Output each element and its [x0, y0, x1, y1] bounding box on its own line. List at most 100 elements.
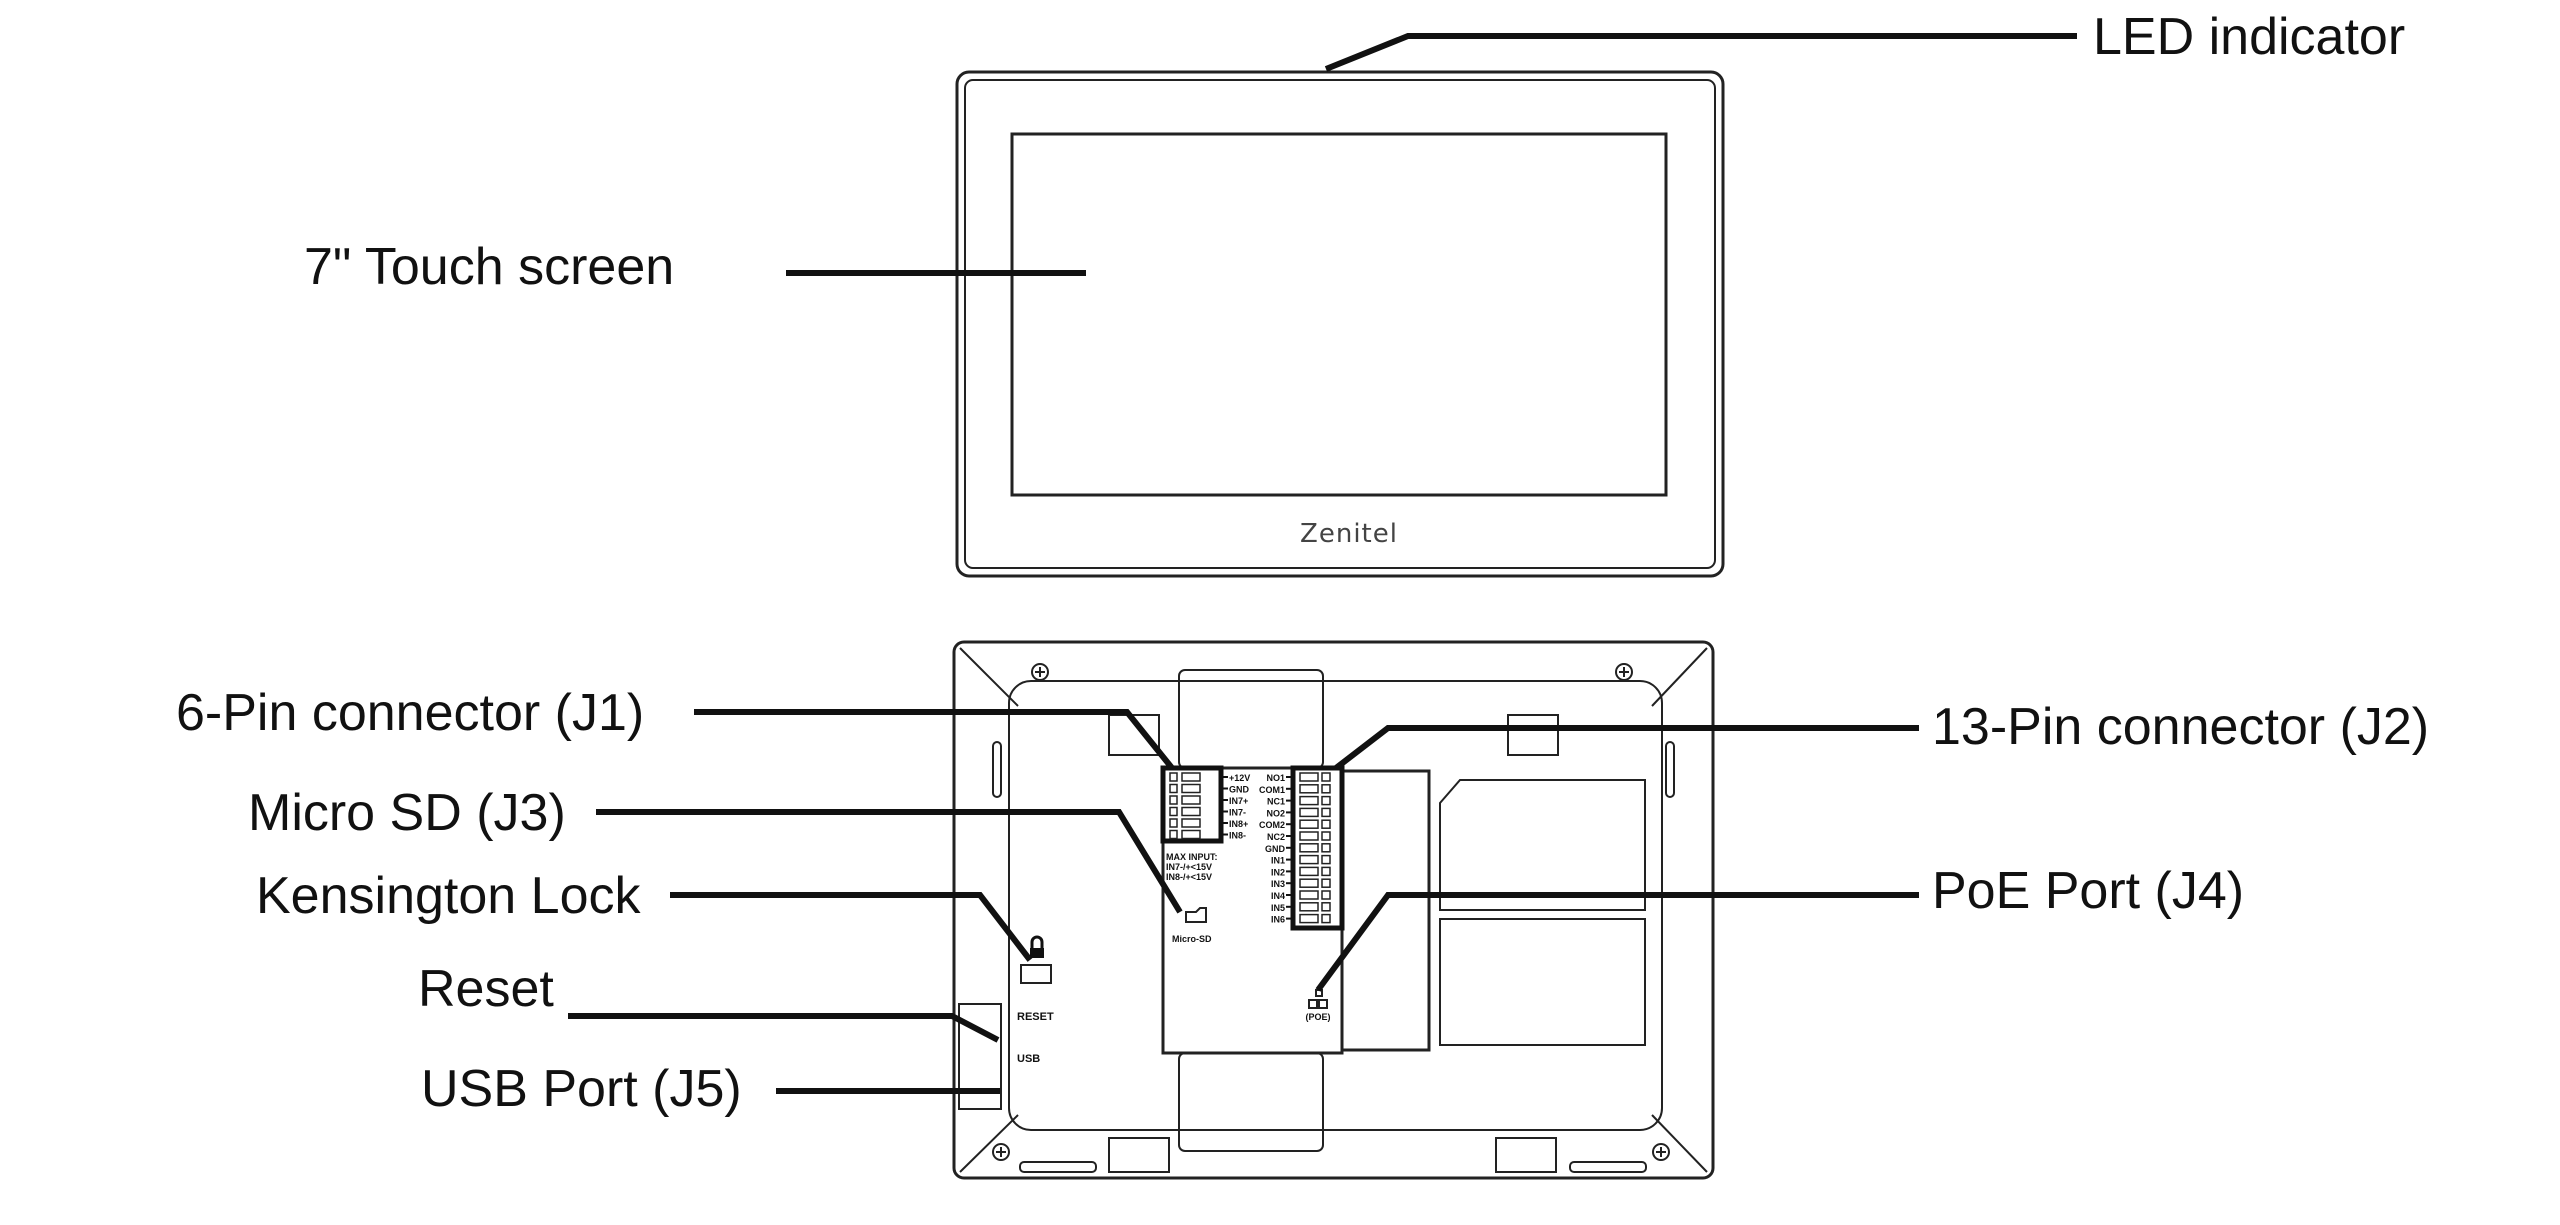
j3-leader-line	[596, 809, 1183, 914]
j2-pin-label: IN1	[1271, 856, 1285, 866]
clip-tab	[1108, 714, 1160, 756]
j1-pin-label: IN7+	[1229, 796, 1248, 806]
j2-pin-terminal	[1299, 819, 1319, 829]
back-panel	[1008, 680, 1663, 1131]
j2-pin-terminal	[1321, 902, 1331, 912]
foot-slot	[1569, 1161, 1647, 1173]
j1-pin-terminal	[1181, 806, 1201, 817]
clip-tab	[1507, 714, 1559, 756]
j1-pin-label: GND	[1229, 785, 1250, 795]
j2-pin-label: NC2	[1267, 832, 1285, 842]
j1-pin-label: IN8+	[1229, 819, 1248, 829]
j2-pin-terminal	[1299, 902, 1319, 912]
j1-pin-terminal	[1169, 795, 1178, 805]
j2-pin-terminal	[1299, 866, 1319, 877]
j1-pin-label: +12V	[1229, 773, 1250, 783]
j2-pin-terminal	[1321, 807, 1331, 818]
j2-pin-terminal	[1321, 795, 1331, 806]
corner-line	[1651, 1114, 1708, 1173]
j2-pin-terminal	[1299, 843, 1319, 853]
usb-port[interactable]	[958, 1003, 1002, 1110]
j1-pin-terminal	[1181, 818, 1201, 828]
microsd-slot-icon[interactable]	[1185, 907, 1207, 923]
kensington-leader-line	[670, 892, 1033, 962]
label-reset: Reset	[418, 960, 554, 1018]
j2-pin-terminal	[1321, 772, 1331, 782]
j2-pin-terminal	[1321, 784, 1331, 794]
j2-pin-label: IN6	[1271, 915, 1285, 925]
j1-pin-terminal	[1169, 818, 1178, 828]
corner-line	[959, 1114, 1019, 1173]
side-module	[1340, 769, 1431, 1052]
j1-pin-terminal	[1169, 829, 1178, 840]
j2-pin-label: GND	[1265, 844, 1286, 854]
label-led-indicator: LED indicator	[2093, 8, 2405, 66]
j2-pin-label: IN2	[1271, 867, 1285, 877]
j4-leader-line	[1315, 892, 1919, 992]
j2-pin-label: IN5	[1271, 903, 1285, 913]
led-leader-line	[1324, 33, 2077, 72]
j1-pin-terminal	[1181, 795, 1201, 805]
microsd-label: Micro-SD	[1172, 934, 1212, 944]
j1-pin-terminal	[1169, 806, 1178, 817]
j1-pin-terminal	[1169, 772, 1178, 782]
j2-pin-terminal	[1321, 890, 1331, 900]
j2-pin-terminal	[1321, 878, 1331, 888]
max-input-in8: IN8-/+<15V	[1166, 872, 1212, 882]
j2-pin-terminal	[1321, 819, 1331, 829]
label-touch-screen: 7" Touch screen	[304, 238, 674, 296]
j2-pin-terminal	[1299, 831, 1319, 841]
front-bezel-inner	[964, 79, 1716, 569]
j1-pin-terminal	[1181, 783, 1201, 794]
j1-pin-terminal	[1181, 772, 1201, 782]
j2-pin-label: NC1	[1267, 797, 1285, 807]
max-input-title: MAX INPUT:	[1166, 852, 1218, 862]
j2-pin-terminal	[1299, 878, 1319, 888]
j2-pin-terminal	[1299, 772, 1319, 782]
j1-leader-line	[694, 709, 1175, 770]
brand-logo: Zenitel	[1300, 519, 1398, 549]
j2-pin-label: COM2	[1259, 820, 1285, 830]
max-input-in7: IN7-/+<15V	[1166, 862, 1212, 872]
j1-pin-terminal	[1169, 783, 1178, 794]
lock-icon	[1030, 935, 1044, 958]
clip-tab	[1495, 1137, 1557, 1173]
j2-leader-line	[1334, 725, 1919, 771]
label-j2: 13-Pin connector (J2)	[1932, 698, 2429, 756]
label-j1: 6-Pin connector (J1)	[176, 684, 644, 742]
clip-tab	[1108, 1137, 1170, 1173]
j1-pin-label: IN8-	[1229, 831, 1246, 841]
corner-line	[959, 647, 1019, 707]
ethernet-port-icon[interactable]	[1308, 989, 1328, 1009]
kensington-slot[interactable]	[1020, 964, 1052, 984]
screw-icon	[1615, 663, 1633, 681]
side-slot	[992, 741, 1002, 798]
label-usb: USB Port (J5)	[421, 1060, 742, 1118]
j2-pin-label: NO1	[1266, 773, 1285, 783]
j2-pin-terminal	[1321, 843, 1331, 853]
j2-pin-terminal	[1299, 890, 1319, 900]
screw-icon	[992, 1143, 1010, 1161]
j1-pin-label: IN7-	[1229, 808, 1246, 818]
touch-screen	[1010, 132, 1668, 497]
j2-pin-label: IN4	[1271, 891, 1285, 901]
foot-slot	[1019, 1161, 1097, 1173]
j2-pin-terminal	[1299, 913, 1319, 924]
reset-leader-line	[568, 1013, 1000, 1043]
label-j4: PoE Port (J4)	[1932, 862, 2244, 920]
j1-pin-terminal	[1181, 829, 1201, 840]
corner-line	[1651, 647, 1708, 707]
usb-label: USB	[1017, 1053, 1040, 1065]
j2-pin-terminal	[1299, 807, 1319, 818]
poe-label: (POE)	[1305, 1012, 1330, 1022]
side-slot	[1665, 741, 1675, 798]
j2-pin-terminal	[1299, 784, 1319, 794]
label-area	[1439, 918, 1646, 1046]
reset-label: RESET	[1017, 1011, 1054, 1023]
screw-icon	[1031, 663, 1049, 681]
j2-pin-terminal	[1321, 831, 1331, 841]
j2-pin-label: COM1	[1259, 785, 1285, 795]
j2-pin-terminal	[1321, 866, 1331, 877]
